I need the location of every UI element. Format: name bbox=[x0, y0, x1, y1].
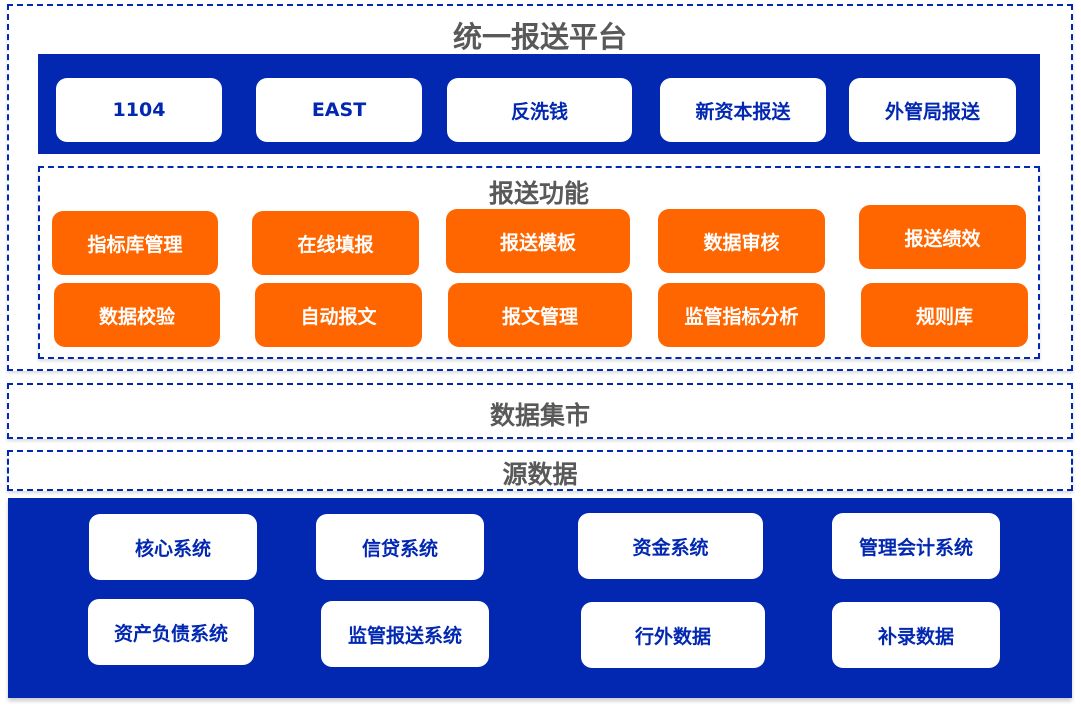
function-item[interactable]: 报送绩效 bbox=[859, 205, 1026, 269]
source-data-section: 源数据 bbox=[7, 450, 1073, 491]
source-system[interactable]: 资产负债系统 bbox=[88, 599, 254, 665]
function-item[interactable]: 在线填报 bbox=[252, 211, 419, 275]
report-new-capital[interactable]: 新资本报送 bbox=[660, 78, 826, 142]
source-system[interactable]: 资金系统 bbox=[578, 513, 763, 579]
functions-section: 报送功能 bbox=[38, 166, 1040, 359]
function-item[interactable]: 指标库管理 bbox=[52, 211, 218, 275]
function-item[interactable]: 报文管理 bbox=[448, 283, 632, 347]
functions-title: 报送功能 bbox=[488, 179, 589, 208]
source-system[interactable]: 核心系统 bbox=[89, 514, 257, 580]
function-item[interactable]: 自动报文 bbox=[255, 283, 422, 347]
data-mart-title: 数据集市 bbox=[489, 401, 590, 430]
source-system[interactable]: 补录数据 bbox=[832, 602, 1000, 668]
source-data-title: 源数据 bbox=[502, 460, 578, 489]
source-system[interactable]: 管理会计系统 bbox=[832, 513, 1000, 579]
report-1104[interactable]: 1104 bbox=[56, 78, 222, 142]
source-system[interactable]: 监管报送系统 bbox=[321, 601, 489, 667]
function-item[interactable]: 报送模板 bbox=[446, 209, 630, 273]
function-item[interactable]: 数据审核 bbox=[658, 209, 825, 273]
source-system[interactable]: 行外数据 bbox=[581, 602, 765, 668]
data-mart-section: 数据集市 bbox=[7, 383, 1073, 439]
report-safe[interactable]: 外管局报送 bbox=[849, 78, 1016, 142]
function-item[interactable]: 监管指标分析 bbox=[658, 283, 825, 347]
platform-section: 统一报送平台 bbox=[7, 4, 1073, 371]
platform-title: 统一报送平台 bbox=[452, 20, 627, 54]
source-system[interactable]: 信贷系统 bbox=[316, 514, 484, 580]
function-item[interactable]: 规则库 bbox=[861, 283, 1028, 347]
report-east[interactable]: EAST bbox=[256, 78, 422, 142]
report-aml[interactable]: 反洗钱 bbox=[447, 78, 632, 142]
function-item[interactable]: 数据校验 bbox=[54, 283, 220, 347]
